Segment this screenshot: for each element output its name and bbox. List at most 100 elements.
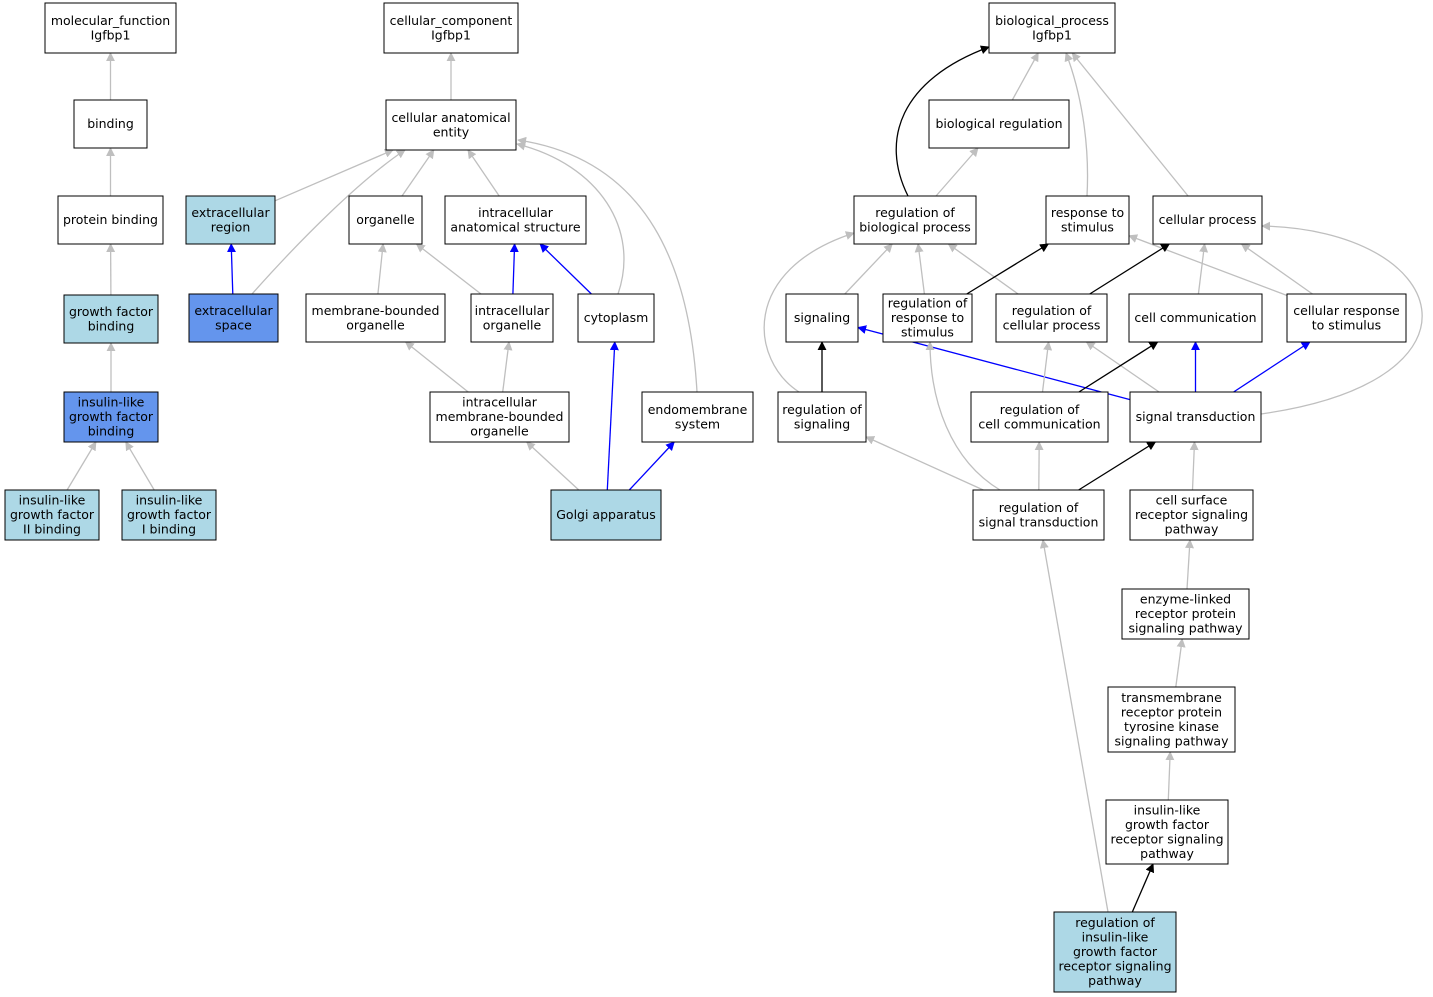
node-box [970, 391, 1109, 443]
node-box [1107, 686, 1236, 753]
node-label-line: stimulus [901, 325, 954, 340]
node-label-line: growth factor [69, 409, 154, 424]
node-label-line: Igfbp1 [431, 27, 471, 42]
node-label-line: receptor signaling [1135, 507, 1248, 522]
node-label-line: signaling [794, 416, 850, 431]
node-label-line: receptor protein [1135, 606, 1236, 621]
node-label-line: to stimulus [1312, 317, 1381, 332]
node-box [550, 489, 662, 541]
node-binding[interactable]: binding [73, 99, 148, 149]
node-box [1045, 195, 1130, 245]
edge-line [404, 341, 469, 393]
node-label-line: regulation of [1000, 402, 1080, 417]
edge-rbp-to-bp [895, 45, 990, 197]
node-label-line: cellular process [1003, 317, 1101, 332]
edge-line [66, 441, 97, 491]
edge-crs-to-rts [1128, 234, 1288, 297]
edge-csrsp-to-st [1189, 441, 1199, 491]
node-box [882, 293, 973, 343]
edge-igf2_binding-to-igf_binding [66, 441, 97, 491]
node-label-line: regulation of [875, 205, 955, 220]
edge-rrts-to-rbp [914, 243, 926, 295]
node-label-line: insulin-like [1134, 802, 1201, 817]
node-cp[interactable]: cellular process [1152, 195, 1263, 245]
node-cytoplasm[interactable]: cytoplasm [577, 293, 655, 343]
edge-cp-to-bp [1071, 52, 1189, 197]
edge-line [377, 243, 387, 295]
node-signaling[interactable]: signaling [785, 293, 859, 343]
node-label-line: biological process [859, 219, 971, 234]
node-label-line: transmembrane [1121, 690, 1222, 705]
node-label-line: space [215, 317, 252, 332]
edge-line [1189, 441, 1199, 491]
edge-cytoplasm-to-ias [539, 243, 592, 295]
node-organelle[interactable]: organelle [348, 195, 423, 245]
edge-signaling-to-rbp [844, 243, 893, 295]
node-label-line: insulin-like [1082, 930, 1149, 945]
node-box [385, 99, 517, 151]
edge-line [925, 341, 1001, 491]
node-protein-binding[interactable]: protein binding [57, 195, 164, 245]
edge-line [966, 243, 1050, 295]
edge-line [947, 243, 1019, 295]
node-box [383, 2, 519, 54]
node-box [63, 294, 159, 344]
node-box [972, 489, 1105, 541]
node-label-line: organelle [470, 424, 529, 439]
edge-line [274, 149, 394, 202]
edge-line [1233, 341, 1311, 393]
node-box [188, 293, 279, 343]
node-bioreg[interactable]: biological regulation [928, 99, 1070, 149]
node-label-line: growth factor [10, 507, 95, 522]
node-box [470, 293, 554, 343]
edge-line [517, 136, 698, 393]
edge-line [1041, 341, 1053, 393]
node-box [4, 489, 100, 541]
node-label-line: binding [88, 318, 135, 333]
node-golgi[interactable]: Golgi apparatus [550, 489, 662, 541]
node-label-line: signal transduction [1136, 409, 1256, 424]
node-label-line: signaling pathway [1129, 621, 1244, 636]
node-st[interactable]: signal transduction [1129, 391, 1262, 443]
edge-line [1131, 863, 1155, 913]
node-box [1053, 911, 1177, 993]
node-label-line: tyrosine kinase [1124, 719, 1219, 734]
edge-crs-to-cp [1240, 243, 1313, 295]
edge-rcp-to-cp [1089, 243, 1171, 295]
node-box [988, 2, 1116, 54]
edge-line [914, 243, 926, 295]
edge-ext_space-to-ext_region [226, 243, 236, 295]
node-label-line: Golgi apparatus [556, 507, 656, 522]
edge-line [516, 141, 625, 295]
node-cc2[interactable]: cell communication [1128, 293, 1263, 343]
